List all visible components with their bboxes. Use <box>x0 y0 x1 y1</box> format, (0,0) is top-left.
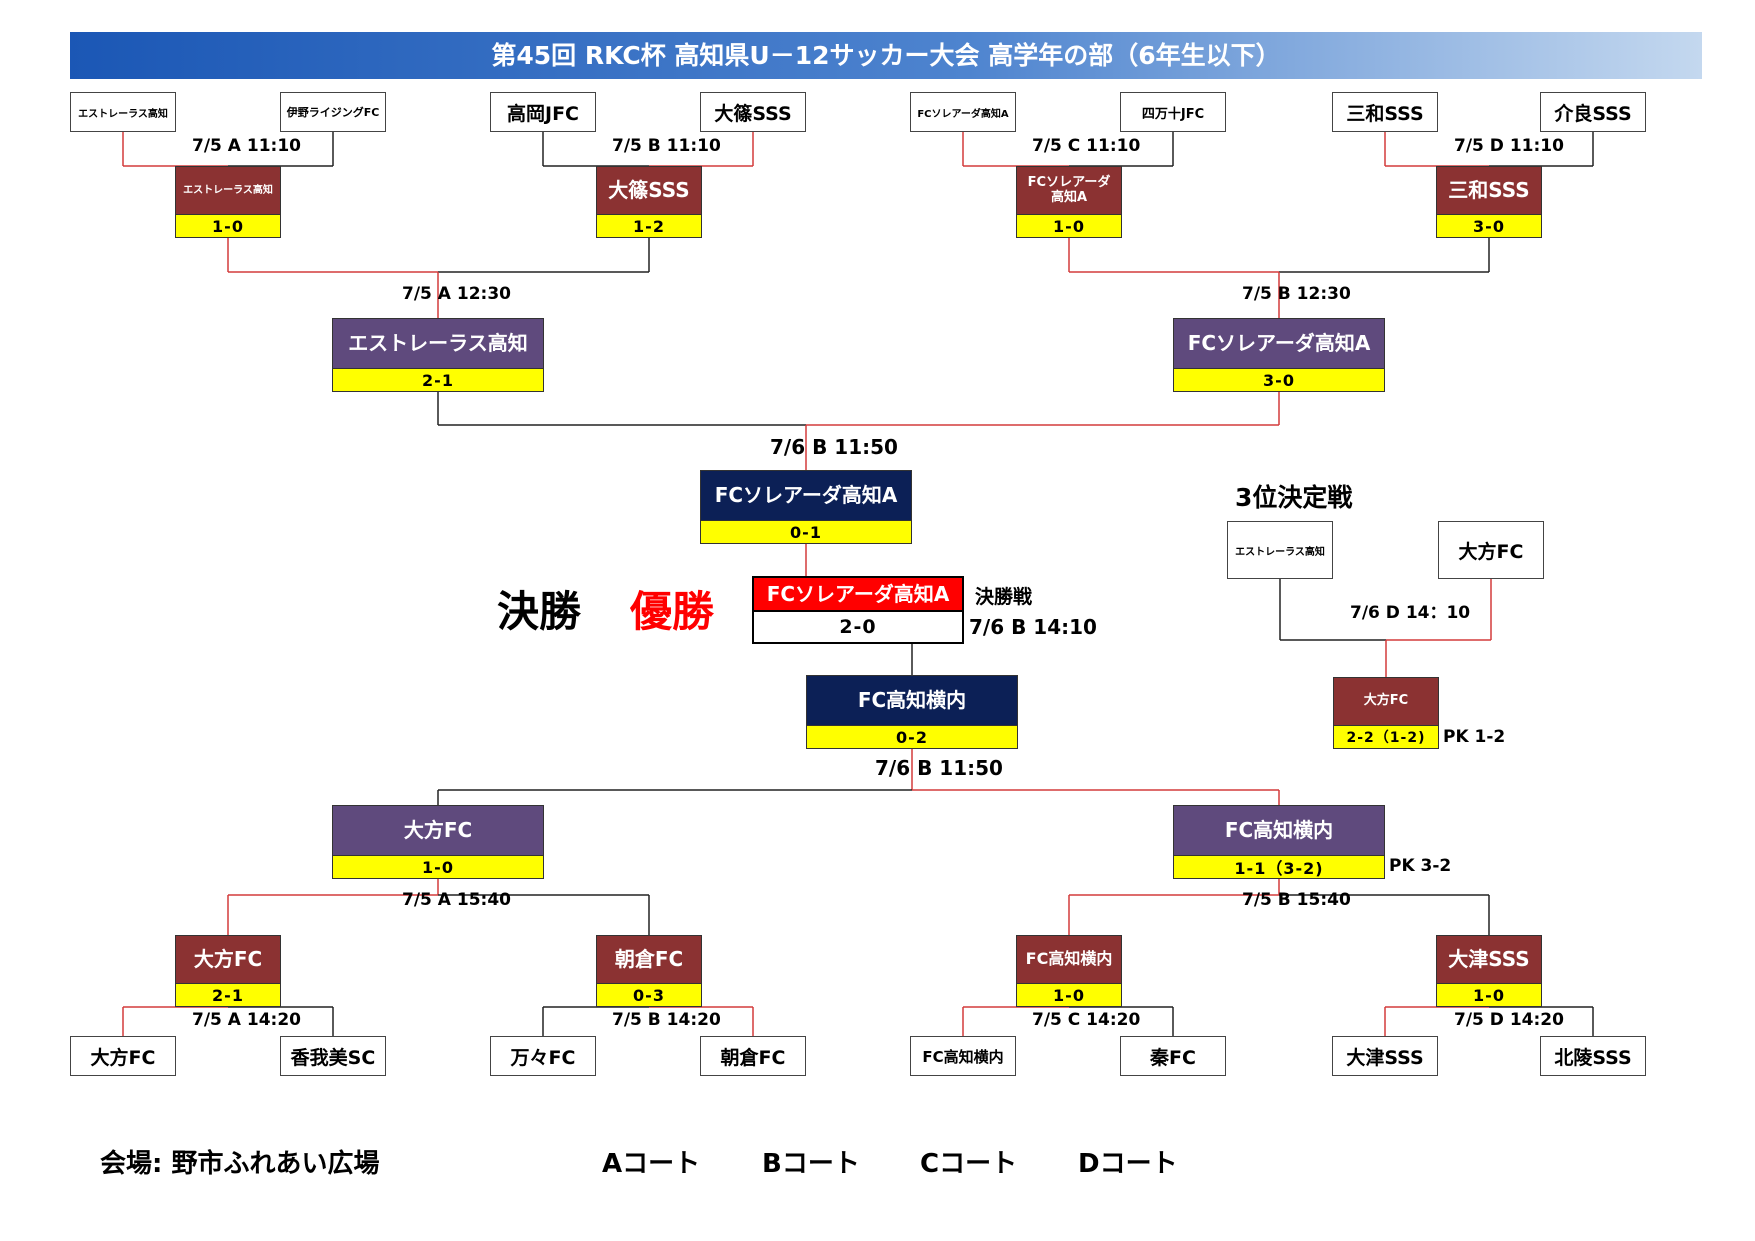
match-time: 7/5 D 11:10 <box>1454 136 1564 156</box>
team-box: 介良SSS <box>1540 92 1646 132</box>
match-time: 7/5 A 12:30 <box>402 284 511 304</box>
court-c-label: Cコート <box>920 1149 1018 1179</box>
pk-result: PK 3-2 <box>1389 856 1452 876</box>
court-d-label: Dコート <box>1078 1149 1178 1179</box>
final-match-time: 7/6 B 14:10 <box>969 615 1097 639</box>
match-time: 7/6 D 14：10 <box>1350 603 1471 623</box>
match-time: 7/5 B 12:30 <box>1242 284 1351 304</box>
team-box: 大津SSS <box>1332 1036 1438 1076</box>
final-label: 決勝 <box>497 587 582 636</box>
final-match-label: 決勝戦 <box>975 586 1033 608</box>
team-box: エストレーラス高知 <box>70 92 176 132</box>
team-box: エストレーラス高知 <box>1227 521 1333 579</box>
team-box: 北陵SSS <box>1540 1036 1646 1076</box>
court-a-label: Aコート <box>602 1149 701 1179</box>
tournament-title: 第45回 RKC杯 高知県U－12サッカー大会 高学年の部（6年生以下） <box>70 32 1702 79</box>
pk-result: PK 1-2 <box>1443 727 1506 747</box>
team-box: 高岡JFC <box>490 92 596 132</box>
match-time: 7/5 A 11:10 <box>192 136 301 156</box>
match-time: 7/5 B 14:20 <box>612 1010 721 1030</box>
court-b-label: Bコート <box>762 1149 860 1179</box>
third-place-label: 3位決定戦 <box>1235 483 1353 512</box>
team-box: 万々FC <box>490 1036 596 1076</box>
match-time: 7/6 B 11:50 <box>875 756 1003 780</box>
team-box: 大方FC <box>1438 521 1544 579</box>
team-box: FC高知横内 <box>910 1036 1016 1076</box>
team-box: 四万十JFC <box>1120 92 1226 132</box>
team-box: 三和SSS <box>1332 92 1438 132</box>
match-time: 7/5 C 11:10 <box>1032 136 1141 156</box>
match-time: 7/5 B 11:10 <box>612 136 721 156</box>
match-time: 7/5 D 14:20 <box>1454 1010 1564 1030</box>
team-box: 香我美SC <box>280 1036 386 1076</box>
team-box: 大篠SSS <box>700 92 806 132</box>
team-box: 大方FC <box>70 1036 176 1076</box>
match-time: 7/6 B 11:50 <box>770 435 898 459</box>
team-box: 秦FC <box>1120 1036 1226 1076</box>
match-time: 7/5 A 15:40 <box>402 890 511 910</box>
venue-label: 会場: 野市ふれあい広場 <box>100 1149 380 1179</box>
team-box: 伊野ライジングFC <box>280 92 386 132</box>
match-time: 7/5 C 14:20 <box>1032 1010 1141 1030</box>
team-box: 朝倉FC <box>700 1036 806 1076</box>
team-box: FCソレアーダ高知A <box>910 92 1016 132</box>
match-time: 7/5 A 14:20 <box>192 1010 301 1030</box>
champion-label: 優勝 <box>630 587 715 636</box>
match-time: 7/5 B 15:40 <box>1242 890 1351 910</box>
